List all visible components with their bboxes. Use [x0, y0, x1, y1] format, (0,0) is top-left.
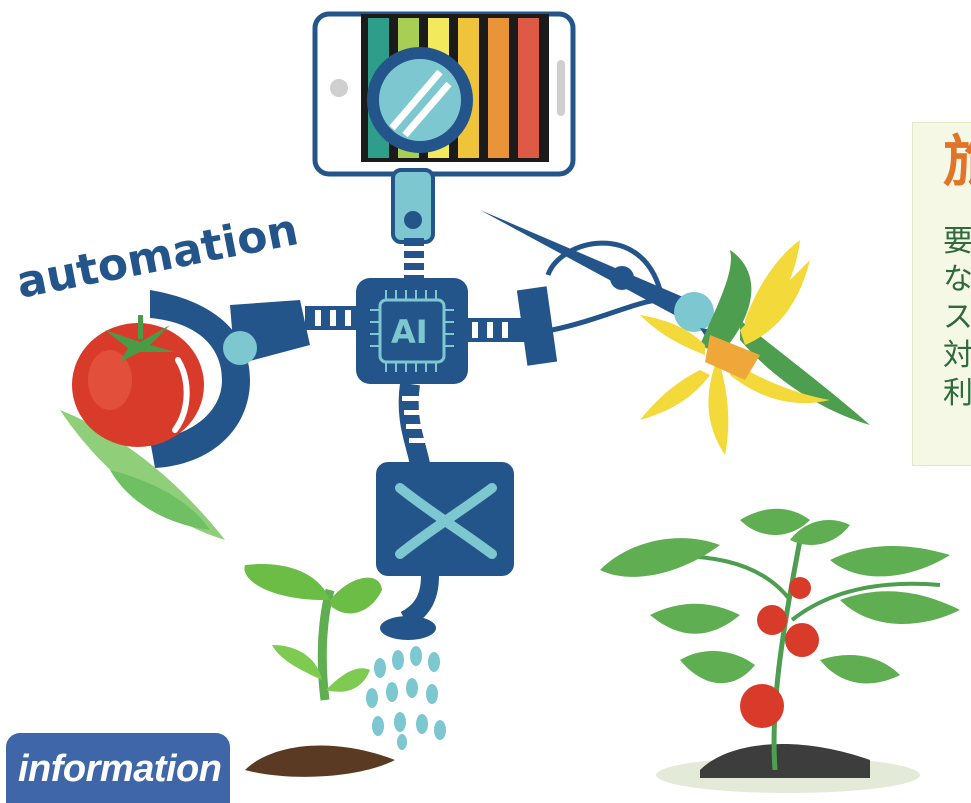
panel-line-1: 要	[943, 224, 971, 259]
lower-chain	[398, 382, 430, 467]
magnifier-icon	[367, 47, 473, 244]
tomato-plant-icon	[600, 508, 960, 793]
ai-label: AI	[391, 313, 428, 351]
flower-icon	[640, 240, 870, 455]
information-badge	[6, 733, 230, 803]
ai-chip-icon: AI	[356, 278, 468, 384]
panel-heading: 旅	[943, 135, 971, 191]
panel-line-5: 利	[943, 376, 971, 411]
panel-line-4: 対	[943, 338, 971, 373]
spectrum-bar	[518, 18, 539, 158]
spectrum-bar	[488, 18, 509, 158]
tomato-icon	[60, 315, 225, 540]
seedling-icon	[244, 564, 395, 777]
panel-line-3: ス	[943, 300, 971, 335]
water-sprayer-icon	[366, 462, 514, 750]
panel-line-2: な	[943, 262, 971, 297]
info-panel: 旅 要 な ス 対 利	[912, 122, 971, 466]
gripper-icon	[150, 290, 257, 468]
right-arm	[463, 240, 663, 366]
information-label: information	[18, 748, 222, 790]
neck-chain	[404, 238, 424, 284]
